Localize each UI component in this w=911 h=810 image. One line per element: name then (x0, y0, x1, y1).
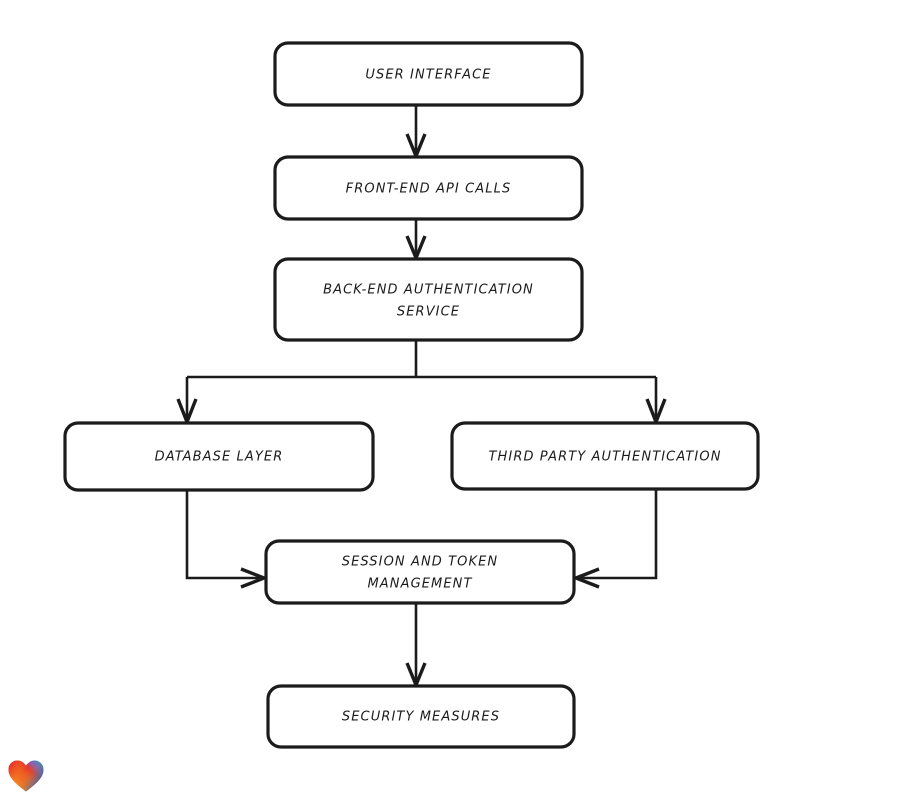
node-back-end-authentication-service-shape[interactable] (273, 257, 584, 342)
node-front-end-api-calls-label: FRONT-END API CALLS (346, 182, 512, 197)
edge-backend-split-bus (187, 340, 656, 379)
edge-thirdparty-to-session (571, 489, 658, 589)
node-session-and-token-management-shape[interactable] (264, 539, 576, 605)
node-security-measures[interactable]: SECURITY MEASURES (266, 684, 576, 749)
edge-backend-to-thirdparty (645, 377, 667, 427)
node-session-and-token-management-label-line1: SESSION AND TOKEN (342, 555, 499, 570)
edge-ui-to-api (405, 105, 427, 161)
node-user-interface-label: USER INTERFACE (365, 68, 491, 83)
node-user-interface[interactable]: USER INTERFACE (273, 41, 584, 107)
node-back-end-authentication-service-label-line2: SERVICE (397, 305, 460, 320)
node-third-party-authentication-shape[interactable] (450, 421, 760, 491)
node-layer: USER INTERFACE FRONT-END API CALLS BACK-… (63, 41, 760, 749)
node-front-end-api-calls-shape[interactable] (273, 155, 584, 221)
node-back-end-authentication-service-label-line1: BACK-END AUTHENTICATION (323, 283, 534, 298)
node-database-layer-label: DATABASE LAYER (155, 450, 284, 465)
edge-backend-to-database (176, 377, 198, 427)
node-session-and-token-management-label-line2: MANAGEMENT (367, 577, 472, 592)
heart-icon (8, 760, 44, 792)
edge-session-to-security (405, 603, 427, 690)
edge-api-to-backend (405, 219, 427, 263)
node-database-layer[interactable]: DATABASE LAYER (63, 421, 375, 492)
edge-layer (176, 105, 667, 690)
node-back-end-authentication-service[interactable]: BACK-END AUTHENTICATION SERVICE (273, 257, 584, 342)
node-third-party-authentication-label: THIRD PARTY AUTHENTICATION (488, 450, 721, 465)
node-session-and-token-management[interactable]: SESSION AND TOKEN MANAGEMENT (264, 539, 576, 605)
node-front-end-api-calls[interactable]: FRONT-END API CALLS (273, 155, 584, 221)
node-security-measures-shape[interactable] (266, 684, 576, 749)
node-security-measures-label: SECURITY MEASURES (342, 710, 500, 725)
node-database-layer-shape[interactable] (63, 421, 375, 492)
node-user-interface-shape[interactable] (273, 41, 584, 107)
node-third-party-authentication[interactable]: THIRD PARTY AUTHENTICATION (450, 421, 760, 491)
edge-database-to-session (185, 490, 269, 589)
